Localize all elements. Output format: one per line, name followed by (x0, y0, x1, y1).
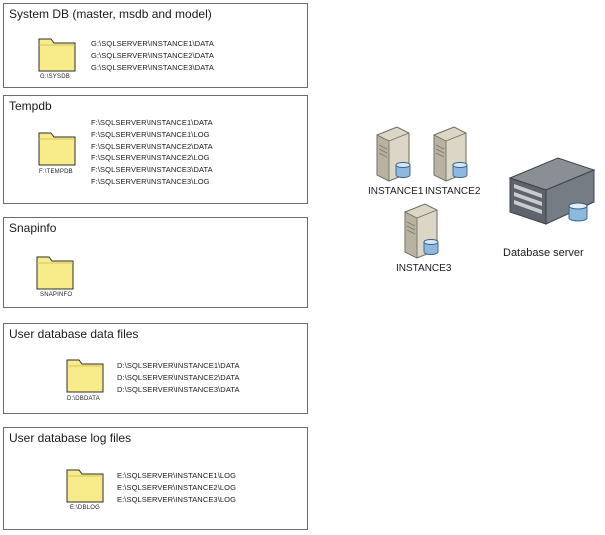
path-item: E:\SQLSERVER\INSTANCE1\LOG (117, 471, 237, 480)
database-server-label: Database server (503, 247, 584, 259)
sql-server-instance-icon (399, 202, 443, 260)
path-list: G:\SQLSERVER\INSTANCE1\DATA G:\SQLSERVER… (91, 38, 214, 73)
sql-server-instance-icon (371, 125, 415, 183)
folder-icon (37, 35, 77, 73)
folder-label: SNAPINFO (40, 292, 73, 298)
path-item: G:\SQLSERVER\INSTANCE2\DATA (91, 50, 215, 60)
instance-2-label: INSTANCE2 (425, 186, 481, 197)
database-server-icon (506, 152, 596, 232)
group-tempdb: Tempdb F:\TEMPDB F:\SQLSERVER\INSTANCE1\… (3, 95, 308, 204)
folder-icon (65, 466, 105, 504)
group-title: Tempdb (9, 99, 52, 113)
group-title: Snapinfo (9, 221, 57, 235)
folder-label: E:\DBLOG (70, 505, 100, 511)
path-item: F:\SQLSERVER\INSTANCE1\LOG (91, 129, 210, 139)
path-item: F:\SQLSERVER\INSTANCE3\LOG (91, 176, 210, 186)
group-user-db-log: User database log files E:\DBLOG E:\SQLS… (3, 427, 308, 530)
path-list: D:\SQLSERVER\INSTANCE1\DATA D:\SQLSERVER… (117, 360, 240, 395)
path-item: F:\SQLSERVER\INSTANCE1\DATA (91, 118, 213, 127)
folder-icon (35, 253, 75, 291)
folder-label: D:\DBDATA (67, 396, 100, 402)
path-item: D:\SQLSERVER\INSTANCE1\DATA (117, 361, 240, 370)
group-snapinfo: Snapinfo SNAPINFO (3, 217, 308, 308)
instance-1-label: INSTANCE1 (368, 186, 424, 197)
path-item: F:\SQLSERVER\INSTANCE2\LOG (91, 153, 210, 163)
path-item: D:\SQLSERVER\INSTANCE2\DATA (117, 372, 240, 382)
path-list: E:\SQLSERVER\INSTANCE1\LOG E:\SQLSERVER\… (117, 470, 236, 505)
path-item: E:\SQLSERVER\INSTANCE2\LOG (117, 482, 237, 492)
folder-label: F:\TEMPDB (39, 169, 73, 175)
group-title: User database data files (9, 327, 139, 341)
path-item: G:\SQLSERVER\INSTANCE1\DATA (91, 39, 215, 48)
instance-3-label: INSTANCE3 (396, 263, 452, 274)
path-list: F:\SQLSERVER\INSTANCE1\DATA F:\SQLSERVER… (91, 117, 213, 188)
group-user-db-data: User database data files D:\DBDATA D:\SQ… (3, 323, 308, 414)
folder-label: G:\SYSDB (40, 74, 70, 80)
path-item: F:\SQLSERVER\INSTANCE3\DATA (91, 165, 213, 175)
group-system-db: System DB (master, msdb and model) G:\SY… (3, 3, 308, 88)
path-item: E:\SQLSERVER\INSTANCE3\LOG (117, 494, 237, 504)
folder-icon (37, 129, 77, 167)
path-item: F:\SQLSERVER\INSTANCE2\DATA (91, 141, 213, 151)
path-item: G:\SQLSERVER\INSTANCE3\DATA (91, 62, 215, 72)
group-title: User database log files (9, 431, 132, 445)
group-title: System DB (master, msdb and model) (9, 7, 212, 21)
sql-server-instance-icon (428, 125, 472, 183)
folder-icon (65, 356, 105, 394)
path-item: D:\SQLSERVER\INSTANCE3\DATA (117, 384, 240, 394)
